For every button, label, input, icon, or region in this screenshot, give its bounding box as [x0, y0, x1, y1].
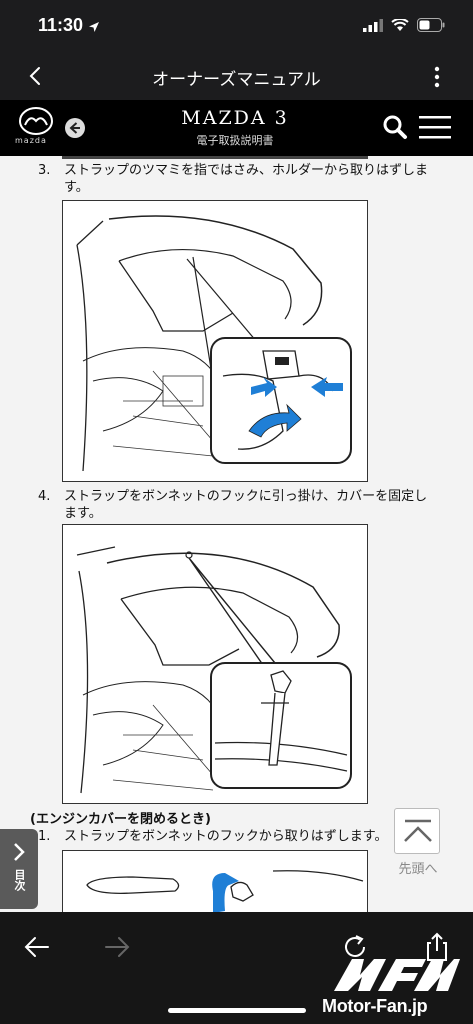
more-vertical-icon[interactable]: [429, 64, 445, 90]
watermark-text: Motor-Fan.jp: [322, 996, 428, 1016]
step-text: ストラップのツマミを指ではさみ、ホルダーから取りはずします。: [64, 163, 429, 195]
watermark-logo: [330, 955, 460, 995]
step-number: 3.: [38, 163, 51, 178]
brand-small-text: mazda: [15, 136, 47, 145]
back-to-top-button[interactable]: [394, 808, 440, 854]
location-icon: [88, 18, 100, 37]
arrow-up-icon: [404, 819, 432, 842]
arrow-right-icon[interactable]: [100, 930, 134, 964]
illustration-strap-unhook: [62, 850, 368, 912]
manual-header: mazda MAZDA 3 電子取扱説明書: [0, 100, 473, 156]
navigation-bar: オーナーズマニュアル: [0, 52, 473, 100]
step-number: 4.: [38, 489, 51, 504]
hamburger-menu-icon[interactable]: [418, 113, 452, 141]
nav-title: オーナーズマニュアル: [152, 70, 321, 90]
arrow-left-icon[interactable]: [20, 930, 54, 964]
chevron-left-icon[interactable]: [22, 62, 50, 90]
table-of-contents-tab[interactable]: 目次: [0, 829, 38, 909]
step-text: ストラップをボンネットのフックに引っ掛け、カバーを固定します。: [64, 489, 428, 521]
wifi-icon: [391, 17, 409, 36]
circle-arrow-left-icon[interactable]: [64, 117, 86, 139]
manual-content[interactable]: 3. ストラップのツマミを指ではさみ、ホルダーから取りはずします。: [0, 156, 473, 912]
toc-label: 目次: [13, 869, 26, 891]
manual-title: MAZDA 3: [181, 107, 289, 129]
step-number: 1.: [38, 829, 51, 844]
status-time: 11:30: [38, 15, 84, 35]
signal-icon: [363, 17, 383, 36]
chevron-right-icon: [8, 841, 28, 863]
mazda-logo[interactable]: [16, 106, 56, 148]
reload-icon[interactable]: [338, 930, 372, 964]
manual-subtitle: 電子取扱説明書: [196, 134, 274, 147]
illustration-strap-release: [62, 200, 368, 482]
step-text: ストラップをボンネットのフックから取りはずします。: [64, 829, 388, 844]
search-icon[interactable]: [382, 114, 408, 140]
divider: [62, 156, 368, 159]
battery-icon: [417, 17, 445, 36]
back-to-top-label[interactable]: 先頭へ: [398, 862, 438, 877]
illustration-strap-hook: [62, 524, 368, 804]
home-indicator[interactable]: [168, 1008, 306, 1013]
section-heading: (エンジンカバーを閉めるとき): [30, 812, 211, 827]
status-bar: 11:30: [0, 0, 473, 52]
